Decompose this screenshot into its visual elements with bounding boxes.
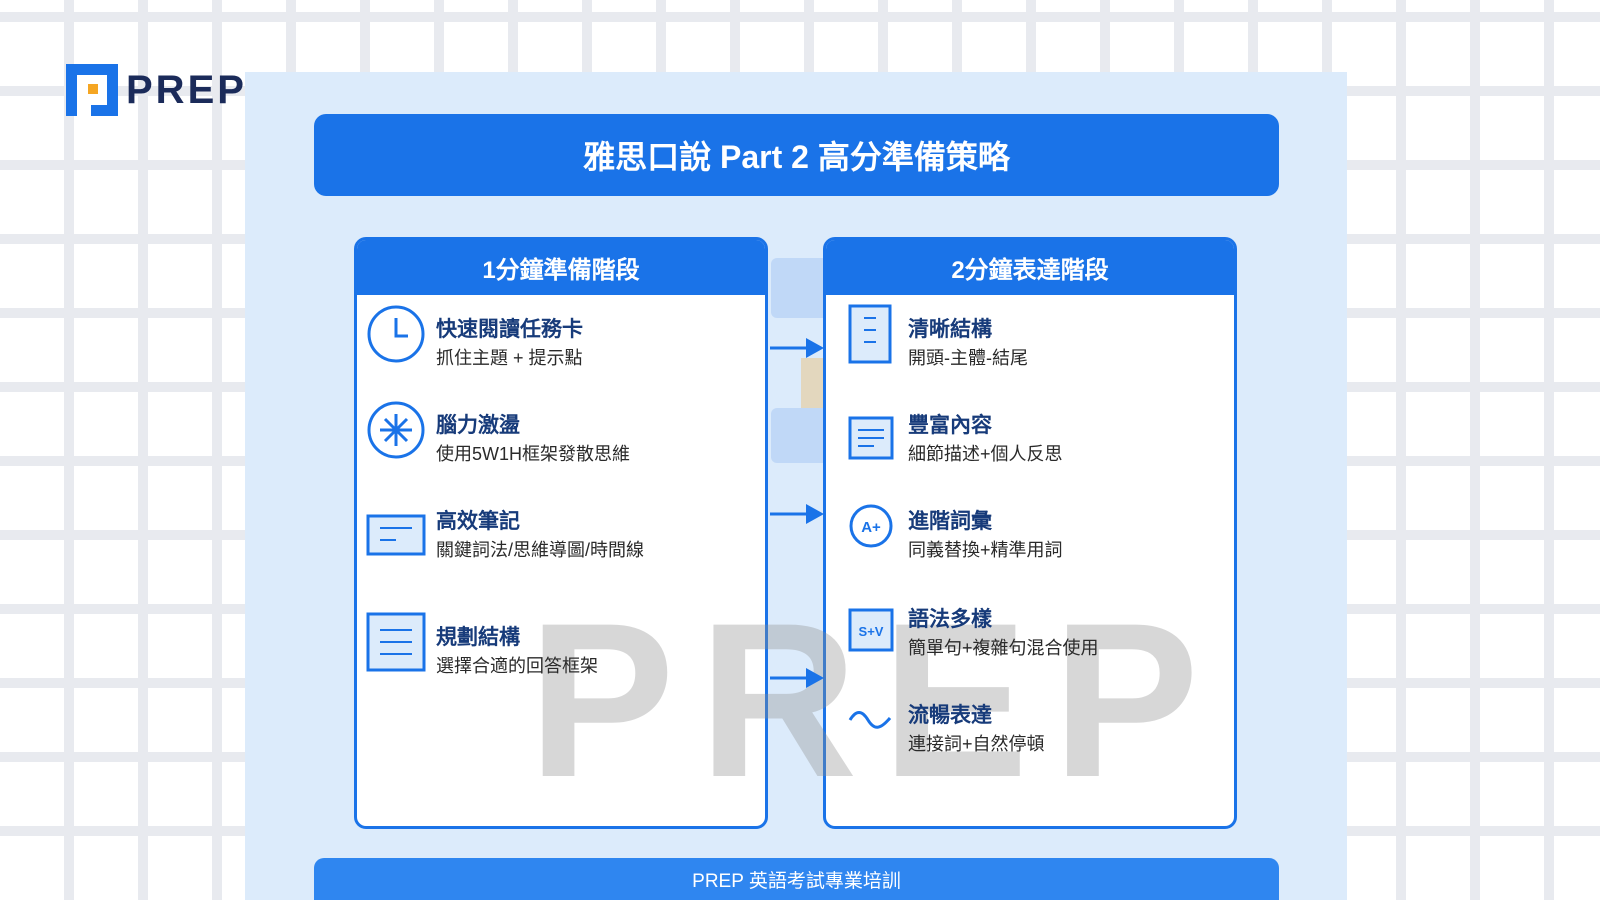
speaking-stage-card: 2分鐘表達階段: [823, 237, 1237, 829]
page-title: 雅思口說 Part 2 高分準備策略: [314, 114, 1279, 196]
item-title: 流暢表達: [908, 704, 992, 727]
grade-icon-text: A+: [861, 519, 881, 536]
footer-banner: PREP 英語考試專業培訓: [314, 858, 1279, 900]
item-desc: 細節描述+個人反思: [908, 444, 1063, 464]
item-desc: 選擇合適的回答框架: [436, 656, 598, 676]
card-heading: 1分鐘準備階段: [357, 240, 765, 295]
arrow-right-icon: [770, 338, 824, 358]
wave-icon: [848, 711, 892, 729]
item-title: 豐富內容: [908, 414, 992, 437]
item-desc: 簡單句+複雜句混合使用: [908, 638, 1099, 658]
notes-icon: [366, 514, 426, 556]
item-title: 高效筆記: [436, 510, 520, 533]
item-desc: 同義替換+精準用詞: [908, 540, 1063, 560]
brainstorm-icon: [367, 401, 425, 459]
list-item: 快速閱讀任務卡 抓住主題 + 提示點: [366, 304, 583, 372]
item-desc: 連接詞+自然停頓: [908, 734, 1045, 754]
item-title: 規劃結構: [436, 626, 520, 649]
logo-text: PREP: [126, 67, 247, 112]
list-item: 清晰結構 開頭-主體-結尾: [838, 304, 1028, 372]
arrow-right-icon: [770, 504, 824, 524]
list-item: A+ 進階詞彙 同義替換+精準用詞: [838, 496, 1063, 564]
item-title: 腦力激盪: [436, 414, 520, 437]
item-title: 語法多樣: [908, 608, 992, 631]
item-title: 快速閱讀任務卡: [436, 318, 583, 341]
item-desc: 抓住主題 + 提示點: [436, 348, 583, 368]
item-title: 進階詞彙: [908, 510, 992, 533]
list-item: 高效筆記 關鍵詞法/思維導圖/時間線: [366, 496, 644, 564]
item-desc: 關鍵詞法/思維導圖/時間線: [436, 540, 645, 560]
prep-logo-icon: [66, 64, 118, 116]
grade-icon: A+: [849, 504, 893, 548]
arrow-right-icon: [770, 668, 824, 688]
item-desc: 開頭-主體-結尾: [908, 348, 1028, 368]
item-title: 清晰結構: [908, 318, 992, 341]
structure-icon: [366, 612, 426, 672]
item-desc: 使用5W1H框架發散思維: [436, 444, 631, 464]
list-item: 豐富內容 細節描述+個人反思: [838, 400, 1063, 468]
text-lines-icon: [848, 416, 894, 460]
prep-logo: PREP: [66, 64, 247, 116]
clock-icon: [367, 305, 425, 363]
document-icon: [848, 304, 892, 364]
list-item: 流暢表達 連接詞+自然停頓: [838, 690, 1045, 758]
list-item: 規劃結構 選擇合適的回答框架: [366, 612, 598, 680]
grammar-icon: S+V: [848, 608, 894, 652]
list-item: S+V 語法多樣 簡單句+複雜句混合使用: [838, 594, 1099, 662]
list-item: 腦力激盪 使用5W1H框架發散思維: [366, 400, 630, 468]
grammar-icon-text: S+V: [859, 624, 884, 639]
card-heading: 2分鐘表達階段: [826, 240, 1234, 295]
